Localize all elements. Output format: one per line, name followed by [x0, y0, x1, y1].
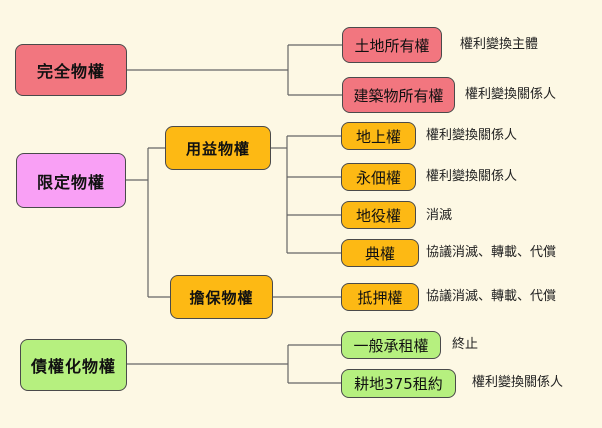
note-mortgage: 協議消滅、轉載、代償 [426, 289, 557, 304]
right-farmland-375-lease-label: 耕地375租約 [354, 375, 443, 393]
right-general-lease-label: 一般承租權 [353, 336, 429, 355]
right-dian: 典權 [341, 239, 419, 267]
category-creditor: 債權化物權 [20, 339, 127, 391]
note-land-ownership: 權利變換主體 [460, 37, 539, 52]
right-land-ownership-label: 土地所有權 [354, 36, 430, 55]
category-complete-label: 完全物權 [36, 62, 105, 81]
right-emphyteusis: 永佃權 [341, 163, 416, 191]
right-building-ownership-label: 建築物所有權 [353, 86, 444, 105]
subcategory-security-label: 擔保物權 [189, 288, 254, 307]
subcategory-usufructuary-label: 用益物權 [185, 139, 250, 158]
right-superficies: 地上權 [341, 122, 416, 150]
category-limited: 限定物權 [16, 153, 126, 208]
right-servitude-label: 地役權 [355, 206, 401, 225]
note-servitude: 消滅 [426, 208, 453, 223]
right-general-lease: 一般承租權 [341, 331, 441, 359]
note-building-ownership: 權利變換關係人 [465, 87, 557, 102]
note-general-lease: 終止 [452, 337, 479, 352]
right-mortgage: 抵押權 [341, 283, 419, 311]
subcategory-usufructuary: 用益物權 [165, 126, 271, 170]
category-limited-label: 限定物權 [36, 172, 105, 192]
note-dian: 協議消滅、轉載、代償 [426, 245, 557, 260]
right-farmland-375-lease: 耕地375租約 [341, 369, 456, 398]
right-building-ownership: 建築物所有權 [342, 77, 455, 113]
right-servitude: 地役權 [341, 201, 416, 229]
right-land-ownership: 土地所有權 [342, 27, 442, 63]
right-dian-label: 典權 [364, 244, 395, 263]
category-creditor-label: 債權化物權 [30, 357, 116, 376]
subcategory-security: 擔保物權 [170, 275, 273, 319]
category-complete: 完全物權 [15, 44, 127, 96]
note-superficies: 權利變換關係人 [426, 128, 518, 143]
right-superficies-label: 地上權 [355, 127, 401, 146]
right-emphyteusis-label: 永佃權 [355, 168, 401, 187]
right-mortgage-label: 抵押權 [357, 288, 403, 307]
note-farmland-375-lease: 權利變換關係人 [472, 375, 564, 390]
note-emphyteusis: 權利變換關係人 [426, 169, 518, 184]
